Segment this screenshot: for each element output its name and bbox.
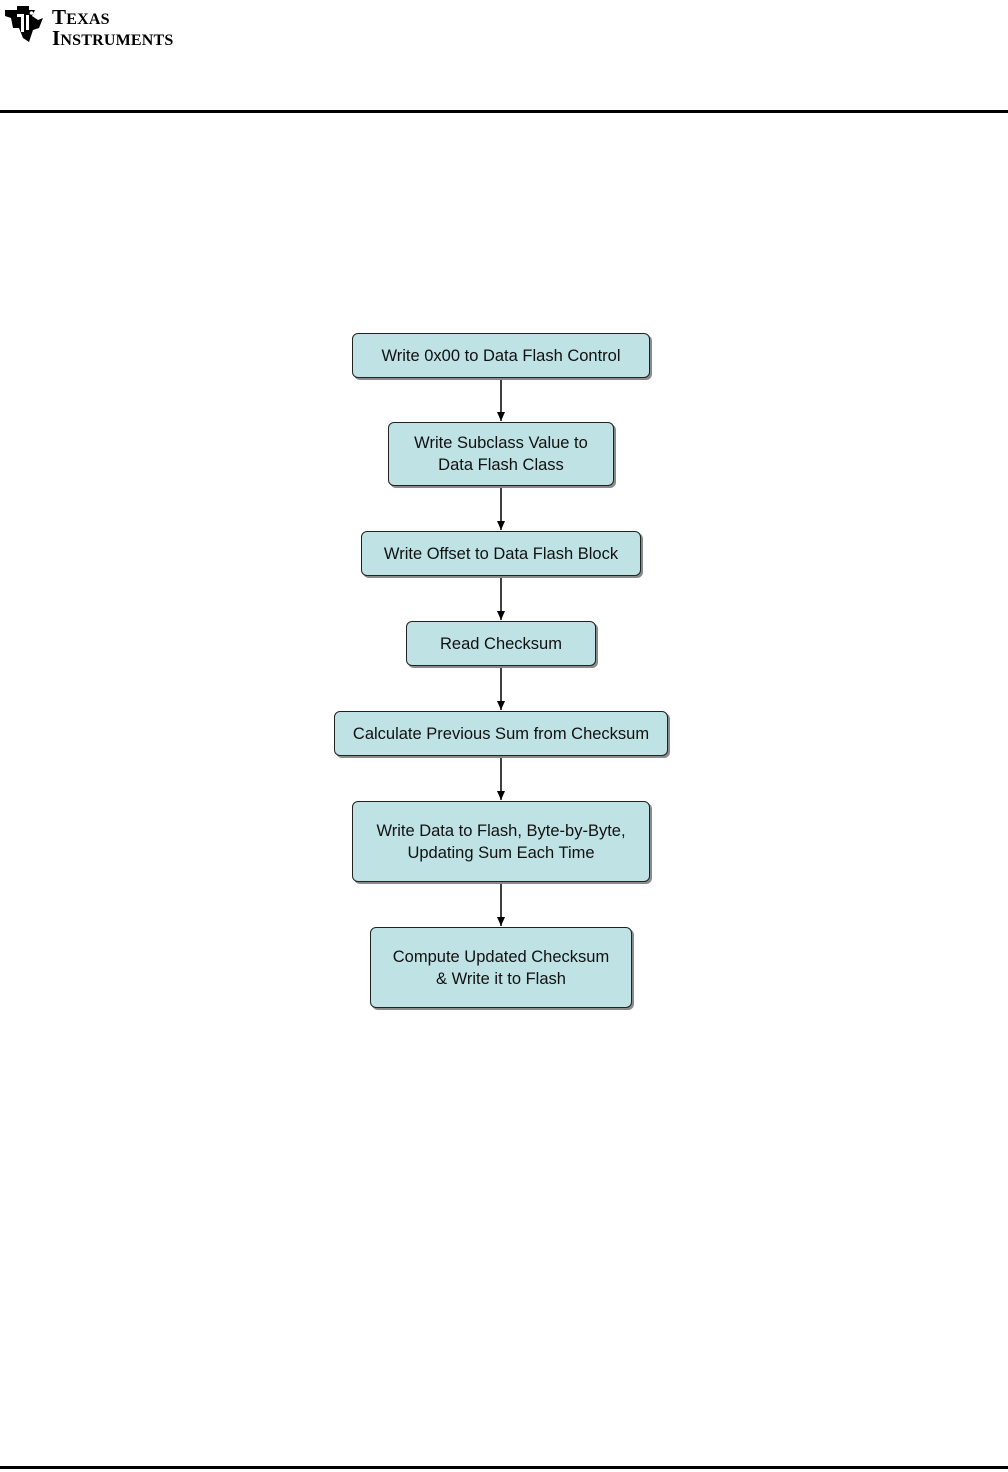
footer-rule [0, 1466, 1008, 1469]
flow-step-1: Write 0x00 to Data Flash Control [352, 333, 650, 378]
flow-step-5: Calculate Previous Sum from Checksum [334, 711, 668, 756]
ti-logo: TEXAS INSTRUMENTS [2, 4, 174, 50]
page-header: TEXAS INSTRUMENTS [0, 0, 1008, 113]
flow-step-2: Write Subclass Value to Data Flash Class [388, 422, 614, 486]
flow-step-4: Read Checksum [406, 621, 596, 666]
header-rule [0, 110, 1008, 113]
logo-line-1: TEXAS [52, 5, 110, 29]
logo-line-2: INSTRUMENTS [52, 26, 174, 50]
flow-step-3: Write Offset to Data Flash Block [361, 531, 641, 576]
ti-logo-icon [5, 6, 43, 42]
flow-step-7: Compute Updated Checksum & Write it to F… [370, 927, 632, 1008]
ti-wordmark: TEXAS INSTRUMENTS [52, 5, 174, 50]
flow-step-6: Write Data to Flash, Byte-by-Byte, Updat… [352, 801, 650, 882]
